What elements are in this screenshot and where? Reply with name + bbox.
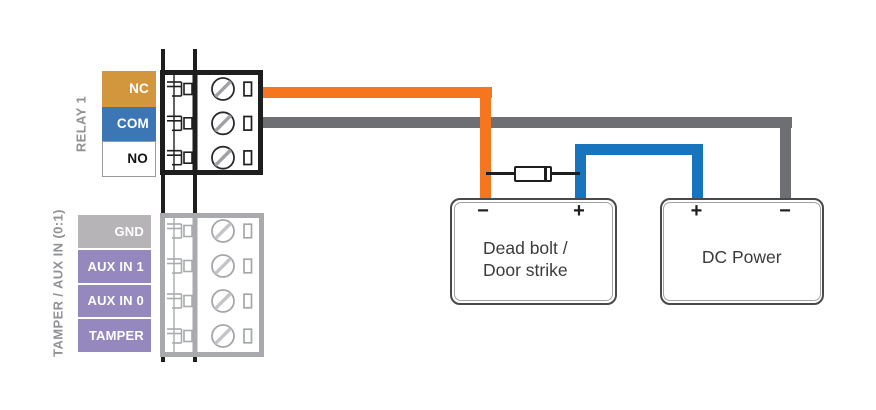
relay-row-nc xyxy=(167,81,193,97)
dc-power-label: DC Power xyxy=(701,246,782,267)
relay-row-no xyxy=(167,149,193,166)
diode-icon xyxy=(514,166,552,182)
relay-group-label: RELAY 1 xyxy=(73,95,89,152)
power-wire-horizontal xyxy=(575,143,704,155)
aux-row-tamper xyxy=(167,328,193,344)
power-wire-vertical-right xyxy=(692,143,704,200)
relay-row-com xyxy=(167,115,193,132)
relay-terminal-block-graphic xyxy=(160,70,263,175)
dead-bolt-minus-terminal: − xyxy=(477,200,489,222)
cable-line-right xyxy=(193,49,198,362)
dc-power-minus-terminal: − xyxy=(779,200,791,222)
terminal-label-tamper: TAMPER xyxy=(78,319,151,352)
aux-group-label: TAMPER / AUX IN (0:1) xyxy=(50,209,65,357)
terminal-label-auxin1: AUX IN 1 xyxy=(78,250,151,283)
nc-wire-vertical xyxy=(480,87,492,200)
terminal-label-auxin0: AUX IN 0 xyxy=(78,285,151,317)
dead-bolt-label-line1: Dead bolt / xyxy=(483,238,568,258)
terminal-label-gnd: GND xyxy=(78,215,151,248)
terminal-label-no: NO xyxy=(102,141,156,177)
nc-wire-horizontal xyxy=(263,87,492,99)
aux-row-auxin0 xyxy=(167,293,193,309)
terminal-label-nc: NC xyxy=(102,71,156,107)
dead-bolt-label-line2: Door strike xyxy=(483,260,568,281)
aux-terminal-block-graphic xyxy=(160,213,264,357)
dead-bolt-plus-terminal: + xyxy=(573,200,585,222)
aux-row-gnd xyxy=(167,223,193,239)
power-wire-vertical-left xyxy=(575,143,587,200)
dead-bolt-box xyxy=(450,198,617,305)
terminal-label-com: COM xyxy=(102,106,156,141)
com-wire-horizontal xyxy=(263,117,792,129)
diode-cathode-band xyxy=(544,168,547,180)
com-wire-vertical xyxy=(780,117,792,200)
aux-row-auxin1 xyxy=(167,258,193,274)
dc-power-plus-terminal: + xyxy=(690,200,703,222)
cable-line-left xyxy=(160,49,165,362)
